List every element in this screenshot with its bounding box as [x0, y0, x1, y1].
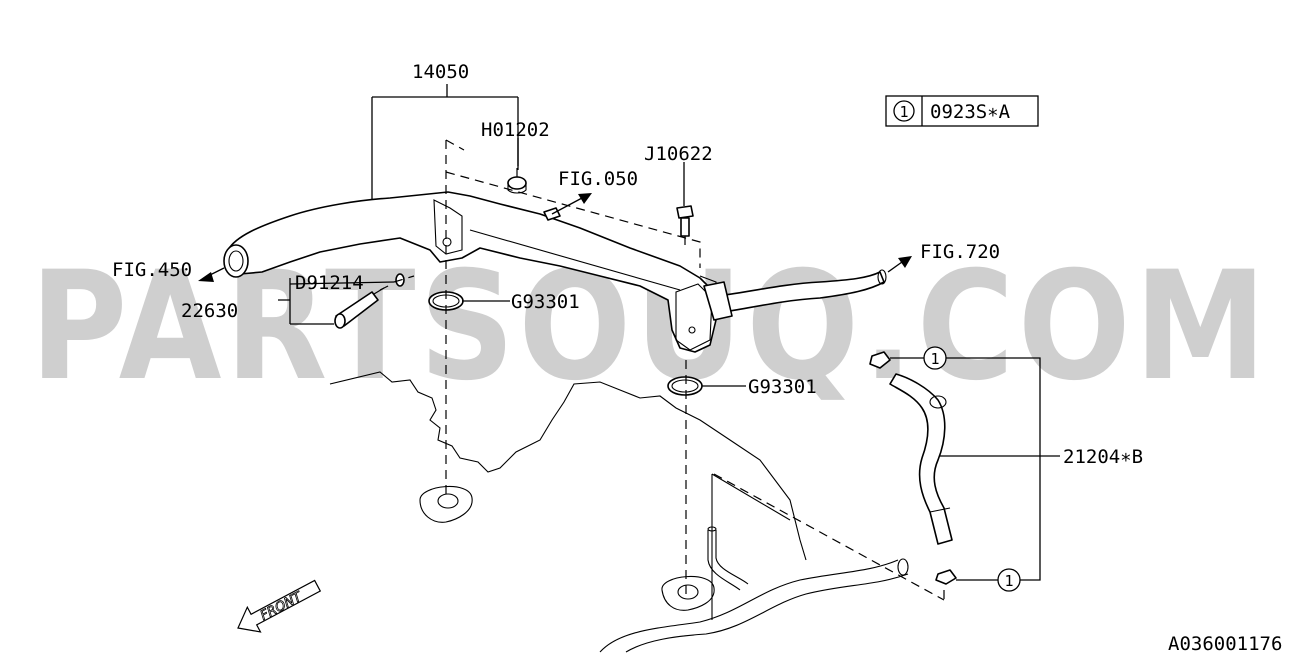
- label-g93301-upper: G93301: [511, 291, 580, 313]
- hose-fig720: [703, 269, 887, 321]
- hose-21204b: [869, 351, 957, 585]
- plug-h01202: [507, 176, 527, 194]
- mount-pad-left: [419, 486, 473, 523]
- label-fig450: FIG.450: [112, 259, 192, 281]
- gasket-g93301-2: [667, 376, 703, 396]
- label-fig050: FIG.050: [558, 168, 638, 190]
- label-21204b: 21204∗B: [1063, 446, 1143, 468]
- label-j10622: J10622: [644, 143, 713, 165]
- arrow-fig050: [551, 193, 592, 215]
- dashed-guides: [379, 139, 945, 604]
- callout-upper: 1: [923, 346, 947, 370]
- label-22630: 22630: [181, 300, 238, 322]
- arrow-fig720: [887, 256, 912, 273]
- label-diagram-id: A036001176: [1168, 633, 1282, 653]
- callout-lower: 1: [997, 568, 1021, 592]
- front-label: FRONT: [258, 589, 305, 624]
- legend-box: 1 0923S∗A: [885, 95, 1039, 127]
- svg-text:1: 1: [930, 350, 939, 368]
- coolant-pipe-14050: [223, 191, 717, 353]
- svg-text:1: 1: [1004, 572, 1013, 590]
- lower-pipe: [599, 526, 909, 653]
- arrow-fig450: [198, 267, 225, 282]
- legend-symbol: 1: [899, 103, 908, 121]
- bolt-j10622: [676, 205, 694, 237]
- front-arrow-icon: FRONT: [237, 579, 322, 633]
- legend-code: 0923S∗A: [930, 101, 1011, 123]
- sensor-22630: [334, 287, 385, 329]
- label-g93301-lower: G93301: [748, 376, 817, 398]
- leader-lines: [278, 84, 1060, 581]
- label-d91214: D91214: [295, 272, 364, 294]
- engine-outline: [329, 371, 807, 620]
- mount-pad-right: [661, 576, 715, 611]
- label-h01202: H01202: [481, 119, 550, 141]
- label-14050: 14050: [412, 61, 469, 83]
- label-fig720: FIG.720: [920, 241, 1000, 263]
